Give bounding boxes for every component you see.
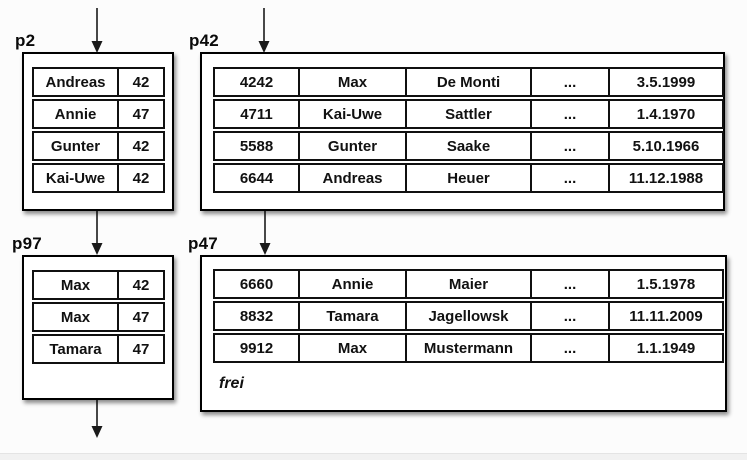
index-key: Max: [34, 272, 119, 298]
record-row: 4711 Kai-Uwe Sattler ... 1.4.1970: [213, 99, 724, 129]
index-table-p97: Max 42 Max 47 Tamara 47: [32, 270, 165, 364]
index-pointer: 47: [132, 308, 150, 326]
index-pointer: 47: [132, 340, 150, 358]
record-first-name: Max: [300, 335, 407, 361]
record-id: 5588: [215, 133, 300, 159]
record-date: 11.12.1988: [628, 169, 704, 187]
index-key: Max: [34, 304, 119, 330]
page-box-p97: Max 42 Max 47 Tamara 47: [22, 255, 174, 400]
index-pointer: 47: [132, 105, 150, 123]
record-id: 4242: [215, 69, 300, 95]
record-ellipsis: ...: [532, 101, 610, 127]
index-pointer: 42: [132, 73, 150, 91]
index-entry-row: Kai-Uwe 42: [32, 163, 165, 193]
record-ellipsis: ...: [532, 133, 610, 159]
record-first-name: Max: [300, 69, 407, 95]
free-space-label: frei: [219, 375, 244, 392]
record-first-name: Kai-Uwe: [300, 101, 407, 127]
index-entry-row: Max 42: [32, 270, 165, 300]
index-pointer: 42: [132, 276, 150, 294]
record-table-p42: 4242 Max De Monti ... 3.5.1999 4711 Kai-…: [213, 67, 724, 193]
record-last-name: Jagellowsk: [407, 303, 532, 329]
index-key: Annie: [34, 101, 119, 127]
record-last-name: Saake: [407, 133, 532, 159]
record-date: 1.4.1970: [636, 105, 696, 123]
index-entry-row: Andreas 42: [32, 67, 165, 97]
record-last-name: Sattler: [407, 101, 532, 127]
record-row: 8832 Tamara Jagellowsk ... 11.11.2009: [213, 301, 724, 331]
record-row: 5588 Gunter Saake ... 5.10.1966: [213, 131, 724, 161]
page-label-p47: p47: [188, 234, 218, 253]
record-first-name: Annie: [300, 271, 407, 297]
index-entry-row: Max 47: [32, 302, 165, 332]
record-date: 5.10.1966: [632, 137, 700, 155]
record-last-name: Heuer: [407, 165, 532, 191]
record-ellipsis: ...: [532, 165, 610, 191]
arrow-from-p97: [91, 399, 103, 438]
record-first-name: Andreas: [300, 165, 407, 191]
record-first-name: Tamara: [300, 303, 407, 329]
arrow-into-p42: [258, 8, 270, 53]
record-row: 4242 Max De Monti ... 3.5.1999: [213, 67, 724, 97]
arrow-p42-to-p47: [259, 211, 271, 255]
record-last-name: De Monti: [407, 69, 532, 95]
page-label-p42: p42: [189, 31, 219, 50]
record-date: 1.1.1949: [636, 339, 696, 357]
index-entry-row: Annie 47: [32, 99, 165, 129]
record-id: 6644: [215, 165, 300, 191]
index-pointer: 42: [132, 137, 150, 155]
page-box-p42: 4242 Max De Monti ... 3.5.1999 4711 Kai-…: [200, 52, 725, 211]
record-id: 4711: [215, 101, 300, 127]
record-ellipsis: ...: [532, 335, 610, 361]
page-box-p2: Andreas 42 Annie 47 Gunter 42 Kai-Uwe 42: [22, 52, 174, 211]
record-first-name: Gunter: [300, 133, 407, 159]
record-id: 6660: [215, 271, 300, 297]
record-ellipsis: ...: [532, 303, 610, 329]
index-entry-row: Tamara 47: [32, 334, 165, 364]
page-box-p47: 6660 Annie Maier ... 1.5.1978 8832 Tamar…: [200, 255, 727, 412]
record-last-name: Mustermann: [407, 335, 532, 361]
record-date: 1.5.1978: [636, 275, 696, 293]
arrow-p2-to-p97: [91, 211, 103, 255]
index-entry-row: Gunter 42: [32, 131, 165, 161]
record-ellipsis: ...: [532, 271, 610, 297]
bottom-edge-strip: [0, 453, 747, 460]
index-table-p2: Andreas 42 Annie 47 Gunter 42 Kai-Uwe 42: [32, 67, 165, 193]
index-key: Andreas: [34, 69, 119, 95]
record-id: 9912: [215, 335, 300, 361]
record-row: 6644 Andreas Heuer ... 11.12.1988: [213, 163, 724, 193]
record-date: 3.5.1999: [636, 73, 696, 91]
page-label-p2: p2: [15, 31, 36, 50]
arrow-into-p2: [91, 8, 103, 53]
index-key: Tamara: [34, 336, 119, 362]
page-label-p97: p97: [12, 234, 42, 253]
record-row: 9912 Max Mustermann ... 1.1.1949: [213, 333, 724, 363]
record-ellipsis: ...: [532, 69, 610, 95]
record-last-name: Maier: [407, 271, 532, 297]
record-id: 8832: [215, 303, 300, 329]
record-table-p47: 6660 Annie Maier ... 1.5.1978 8832 Tamar…: [213, 269, 724, 363]
index-key: Gunter: [34, 133, 119, 159]
record-row: 6660 Annie Maier ... 1.5.1978: [213, 269, 724, 299]
index-key: Kai-Uwe: [34, 165, 119, 191]
index-pointer: 42: [132, 169, 150, 187]
record-date: 11.11.2009: [629, 307, 703, 325]
